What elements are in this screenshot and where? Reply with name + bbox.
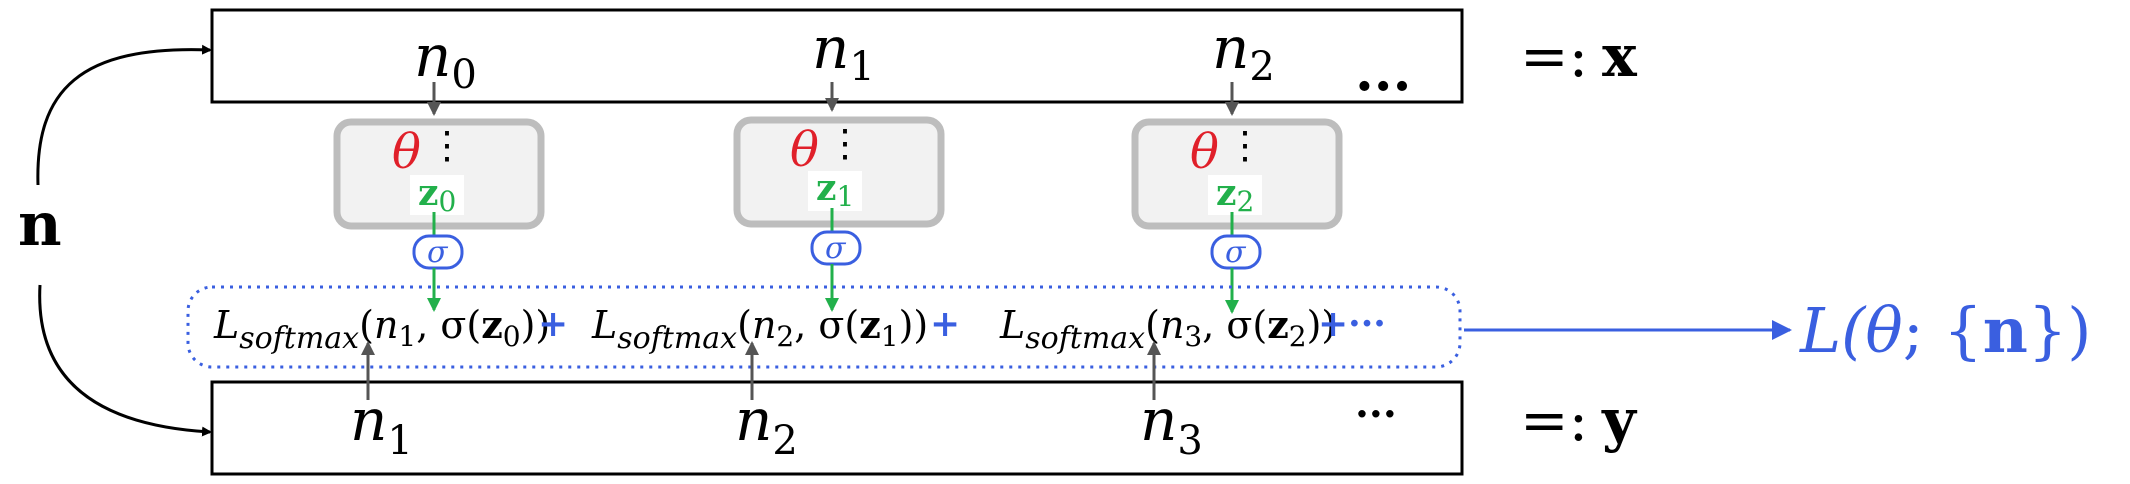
dots-2: ⋮ (1226, 123, 1264, 167)
target-ellipsis: ··· (1355, 391, 1397, 438)
target-token-2: n2 (735, 386, 798, 464)
target-sequence-label: =:y (1520, 386, 1638, 454)
input-sequence-label: =:x (1520, 22, 1637, 90)
svg-text:σ: σ (825, 231, 847, 266)
model-block-2: θ ⋮ z2 (1131, 118, 1343, 230)
total-loss-label: L(θ; {n}) (1799, 294, 2091, 367)
sigma-node-1: σ (810, 230, 862, 266)
loss-term-0: Lsoftmax(n1, σ(z0)) (213, 302, 550, 356)
model-block-0: θ ⋮ z0 (333, 118, 545, 230)
loss-term-1: Lsoftmax(n2, σ(z1)) (591, 302, 928, 356)
target-token-3: n3 (1140, 386, 1203, 464)
dots-0: ⋮ (428, 123, 466, 167)
plus-0: + (538, 303, 568, 345)
theta-label-2: θ (1190, 124, 1219, 180)
target-token-1: n1 (350, 386, 413, 464)
svg-text:σ: σ (1225, 235, 1247, 270)
model-block-1: θ ⋮ z1 (733, 116, 945, 228)
svg-text:σ: σ (427, 235, 449, 270)
input-token-1: n1 (812, 14, 875, 90)
sigma-node-2: σ (1210, 234, 1262, 270)
theta-label-0: θ (392, 124, 421, 180)
input-ellipsis: ... (1355, 39, 1411, 103)
input-token-2: n2 (1212, 14, 1275, 90)
sequence-variable-label: n (18, 190, 62, 260)
loss-term-2: Lsoftmax(n3, σ(z2)) (999, 302, 1336, 356)
plus-1: + (930, 303, 960, 345)
arrow-n-to-target (38, 284, 212, 437)
theta-label-1: θ (790, 122, 819, 178)
dots-1: ⋮ (826, 121, 864, 165)
sigma-node-0: σ (412, 234, 464, 270)
arrow-n-to-input (36, 44, 212, 186)
logit-label-0: z0 (418, 172, 456, 218)
logit-label-2: z2 (1216, 172, 1254, 218)
target-sequence-box (210, 380, 1464, 476)
plus-tail: +··· (1318, 303, 1386, 345)
logit-label-1: z1 (816, 167, 854, 213)
loss-sum-container (186, 285, 1462, 369)
input-token-0: n0 (414, 22, 477, 98)
